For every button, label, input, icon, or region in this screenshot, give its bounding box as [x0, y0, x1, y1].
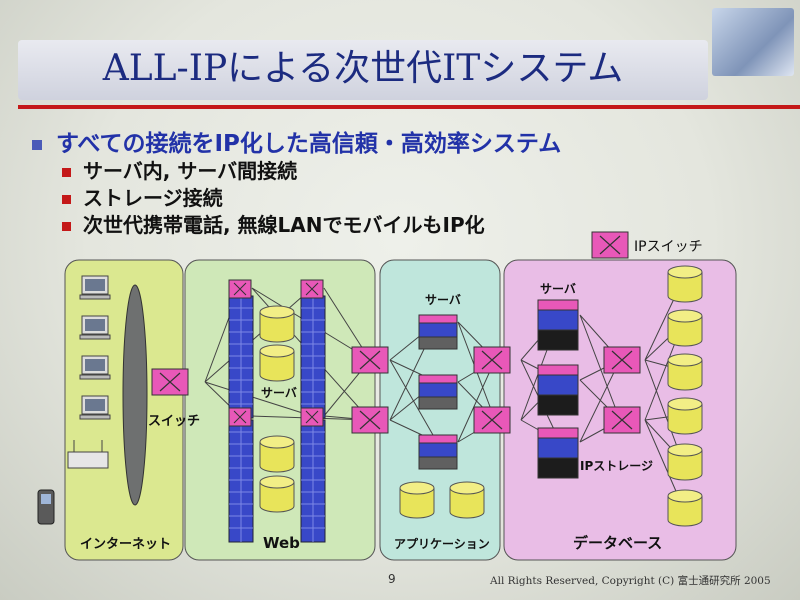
web-server-rack-icon: [300, 295, 326, 419]
legend-label: IPスイッチ: [634, 239, 703, 255]
main-bullet-text: すべての接続をIP化した高信頼・高効率システム: [56, 131, 562, 157]
bullet-square-icon: [62, 195, 71, 204]
title-divider: [18, 105, 800, 109]
rack-switch-icon: [228, 407, 252, 427]
sub-bullet-text: 次世代携帯電話, 無線LANでモバイルもIP化: [83, 213, 485, 237]
storage-icon: [667, 265, 703, 303]
db-server-label: サーバ: [540, 282, 576, 296]
app-server-icon: [418, 314, 458, 350]
storage-icon: [259, 475, 295, 513]
router-icon: [67, 440, 109, 469]
web-server-label: サーバ: [261, 386, 297, 400]
ip-switch-icon: [473, 346, 511, 374]
legend-ip-switch: IPスイッチ: [591, 231, 703, 259]
storage-icon: [449, 481, 485, 519]
storage-icon: [259, 305, 295, 343]
bullet-square-icon: [62, 222, 71, 231]
ip-switch-icon: [603, 346, 641, 374]
sub-bullet-3: 次世代携帯電話, 無線LANでモバイルもIP化: [62, 209, 485, 238]
db-server-icon: [537, 364, 579, 416]
rack-switch-icon: [228, 279, 252, 299]
storage-icon: [667, 489, 703, 527]
bullet-square-icon: [32, 139, 42, 150]
pc-icon: [79, 395, 111, 420]
web-server-rack-icon: [300, 419, 326, 543]
web-server-rack-icon: [228, 295, 254, 419]
zone-label-database: データベース: [573, 534, 662, 552]
storage-icon: [259, 435, 295, 473]
ip-switch-icon: [351, 346, 389, 374]
ip-storage-label: IPストレージ: [580, 459, 653, 473]
zone-label-internet: インターネット: [80, 537, 171, 552]
sub-bullet-text: ストレージ接続: [83, 186, 223, 210]
legend-switch-icon: [591, 231, 629, 259]
storage-icon: [667, 397, 703, 435]
storage-icon: [667, 309, 703, 347]
sub-bullet-2: ストレージ接続: [62, 182, 223, 211]
mobile-phone-icon: [37, 489, 55, 525]
storage-icon: [399, 481, 435, 519]
ip-switch-icon: [473, 406, 511, 434]
main-bullet: すべての接続をIP化した高信頼・高効率システム: [32, 124, 561, 158]
ip-switch-icon: [603, 406, 641, 434]
edge-switch-icon: [151, 368, 189, 396]
sub-bullet-text: サーバ内, サーバ間接続: [83, 159, 298, 183]
db-server-icon: [537, 299, 579, 351]
app-server-label: サーバ: [425, 293, 461, 307]
web-server-rack-icon: [228, 419, 254, 543]
pc-icon: [79, 355, 111, 380]
zone-label-web: Web: [263, 534, 300, 552]
slide-title: ALL-IPによる次世代ITシステム: [102, 48, 624, 89]
storage-icon: [667, 443, 703, 481]
app-server-icon: [418, 374, 458, 410]
copyright-notice: All Rights Reserved, Copyright (C) 富士通研究…: [490, 575, 771, 587]
switch-label: スイッチ: [148, 414, 200, 429]
storage-icon: [259, 344, 295, 382]
zone-label-application: アプリケーション: [394, 536, 490, 551]
bullet-square-icon: [62, 168, 71, 177]
ip-switch-icon: [351, 406, 389, 434]
sub-bullet-1: サーバ内, サーバ間接続: [62, 155, 297, 184]
title-banner: [18, 40, 708, 100]
internet-cloud-icon: [122, 284, 148, 506]
page-number: 9: [388, 572, 396, 586]
rack-switch-icon: [300, 279, 324, 299]
rack-switch-icon: [300, 407, 324, 427]
app-server-icon: [418, 434, 458, 470]
corner-photo-image: [712, 8, 794, 76]
pc-icon: [79, 275, 111, 300]
pc-icon: [79, 315, 111, 340]
db-server-icon: [537, 427, 579, 479]
storage-icon: [667, 353, 703, 391]
